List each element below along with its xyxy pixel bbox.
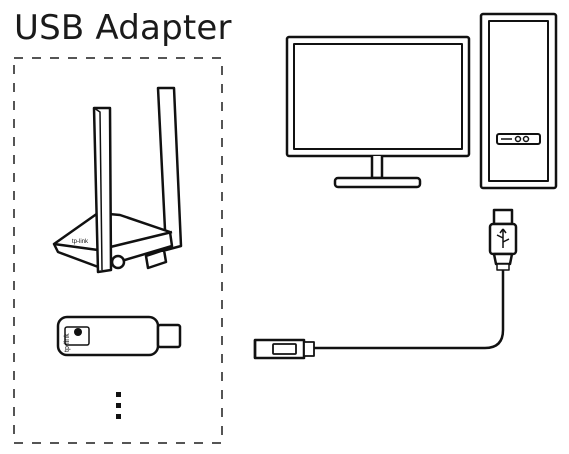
monitor-icon [285, 35, 471, 189]
usb-adapter-dual-antenna-icon: tp-link [52, 86, 183, 274]
more-options-ellipsis-icon [116, 392, 121, 419]
usb-nano-adapter-icon [56, 315, 182, 357]
adapter-group-frame [13, 57, 223, 444]
svg-text:tp-link: tp-link [72, 239, 89, 245]
diagram-title: USB Adapter [14, 8, 232, 48]
pc-tower-icon [479, 12, 558, 190]
nano-adapter-brand: tp-link [64, 333, 71, 352]
usb-cable-icon [253, 208, 518, 360]
